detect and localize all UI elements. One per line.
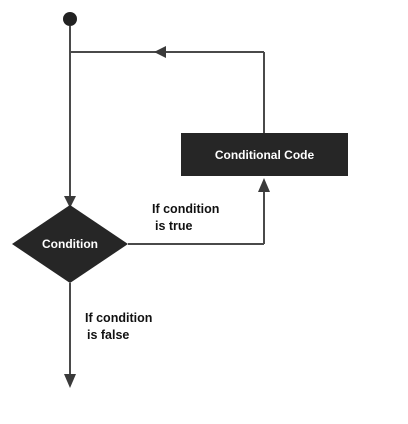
start-node xyxy=(63,12,77,26)
conditional-code-box xyxy=(181,133,348,176)
exit-arrow xyxy=(64,374,76,388)
arrow-into-condition xyxy=(64,196,76,208)
true-branch-label-line1: If condition xyxy=(152,202,219,216)
arrow-into-conditional-code xyxy=(258,178,270,192)
false-branch-label-line2: is false xyxy=(87,328,129,342)
condition-label: Condition xyxy=(42,237,98,251)
conditional-code-label: Conditional Code xyxy=(215,148,315,162)
loop-back-arrow xyxy=(154,46,166,58)
condition-diamond xyxy=(12,205,128,283)
true-branch-label-line2: is true xyxy=(155,219,193,233)
false-branch-label-line1: If condition xyxy=(85,311,152,325)
